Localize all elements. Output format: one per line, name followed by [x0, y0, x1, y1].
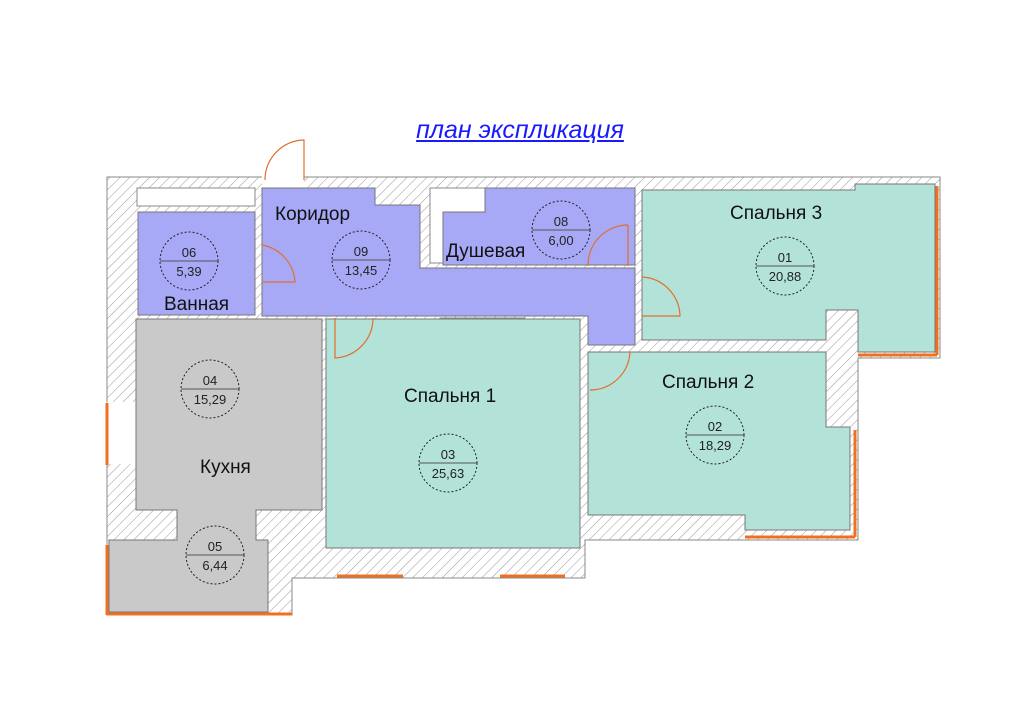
room-area: 25,63 — [432, 466, 465, 481]
room-name-shower: Душевая — [446, 241, 525, 262]
plan-title: план экспликация — [416, 116, 624, 144]
room-name-kitchen: Кухня — [200, 457, 251, 478]
room-number: 03 — [441, 447, 455, 462]
niche — [136, 187, 256, 207]
area-marker: 03 25,63 — [418, 433, 478, 493]
area-marker: 086,00 — [531, 200, 591, 260]
area-marker: 04 15,29 — [180, 359, 240, 419]
room-number: 02 — [708, 419, 722, 434]
room-name-bedroom-3: Спальня 3 — [730, 203, 822, 224]
room-number: 09 — [354, 244, 368, 259]
window-opening — [107, 402, 137, 464]
area-marker: 065,39 — [159, 231, 219, 291]
room-name-corridor: Коридор — [275, 204, 350, 225]
room-area: 20,88 — [769, 269, 802, 284]
room-name-bedroom-1: Спальня 1 — [404, 386, 496, 407]
room-bedroom-1[interactable] — [325, 318, 581, 549]
area-marker: 01 20,88 — [755, 236, 815, 296]
room-kitchen[interactable] — [108, 318, 323, 613]
room-number: 05 — [208, 539, 222, 554]
windows — [105, 186, 939, 616]
room-area: 6,00 — [548, 233, 573, 248]
room-number: 06 — [182, 245, 196, 260]
area-marker: 02 18,29 — [685, 405, 745, 465]
room-area: 15,29 — [194, 392, 227, 407]
room-number: 04 — [203, 373, 217, 388]
area-marker: 056,44 — [185, 525, 245, 585]
room-number: 08 — [554, 214, 568, 229]
room-name-bathroom: Ванная — [164, 294, 229, 315]
room-area: 6,44 — [202, 558, 227, 573]
room-name-bedroom-2: Спальня 2 — [662, 372, 754, 393]
room-area: 13,45 — [345, 263, 378, 278]
door-opening — [262, 170, 304, 188]
area-markers: 0120,880218,290325,630415,29056,44065,39… — [159, 200, 815, 585]
room-area: 18,29 — [699, 438, 732, 453]
doors — [261, 139, 681, 391]
room-number: 01 — [778, 250, 792, 265]
room-bathroom[interactable] — [137, 211, 256, 316]
room-shower[interactable] — [442, 187, 636, 266]
room-area: 5,39 — [176, 264, 201, 279]
room-bedroom-3[interactable] — [641, 183, 936, 353]
room-bedroom-2[interactable] — [587, 351, 851, 531]
area-marker: 09 13,45 — [331, 230, 391, 290]
room-corridor[interactable] — [261, 187, 636, 346]
